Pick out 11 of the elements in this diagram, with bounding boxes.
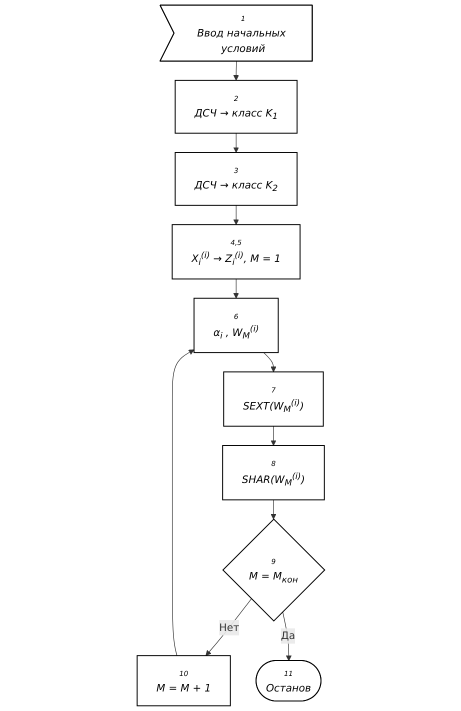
arrow: [232, 278, 239, 299]
arrow: [262, 352, 276, 372]
arrow: [270, 500, 276, 520]
edge-label: Нет: [218, 621, 239, 634]
arrow: [205, 598, 252, 656]
arrow: [232, 132, 239, 153]
arrow: [232, 61, 239, 81]
arrow: [232, 205, 239, 225]
edge-label: Да: [280, 630, 295, 642]
arrow: [172, 349, 194, 656]
arrow: [270, 426, 276, 446]
